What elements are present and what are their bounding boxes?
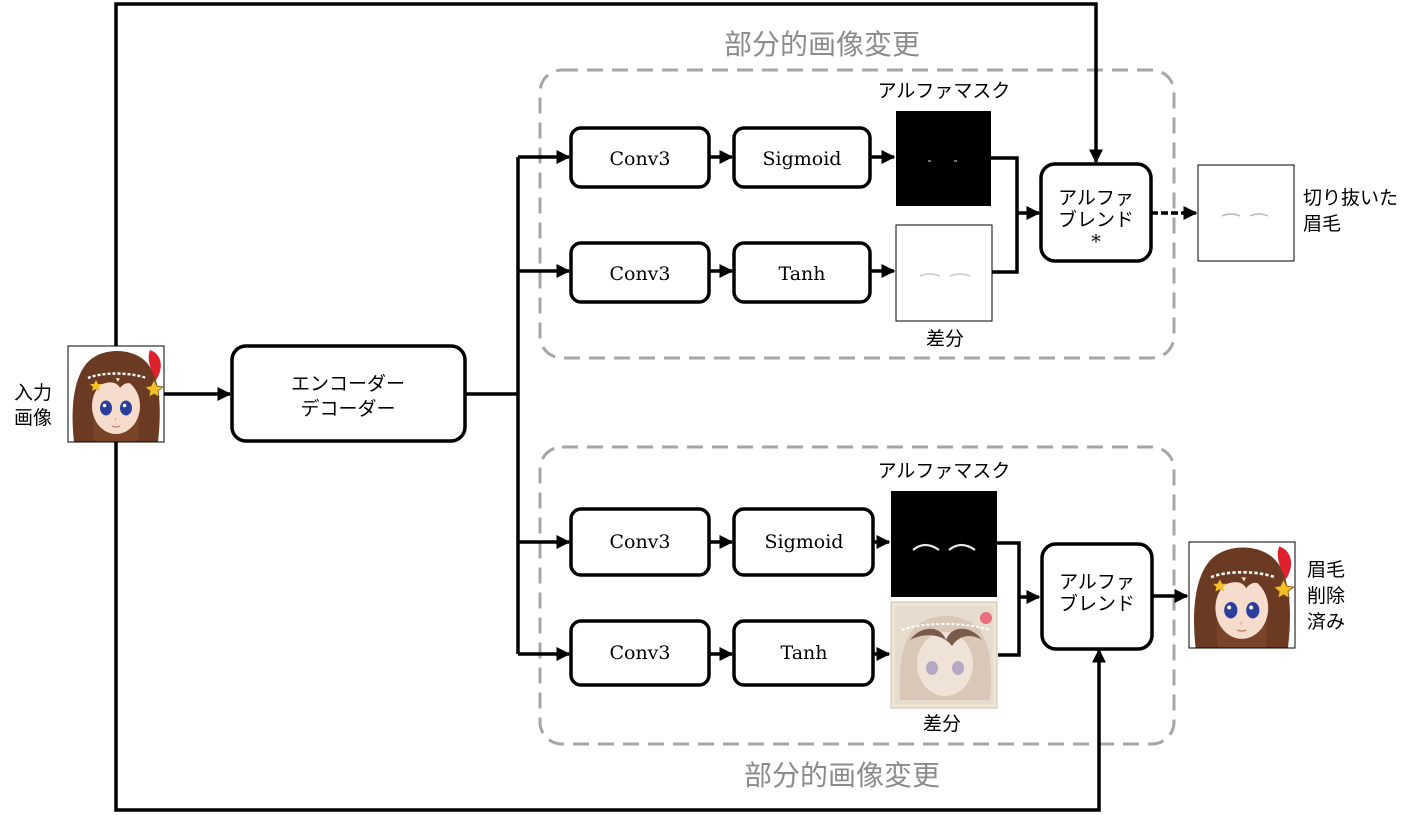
bottom-diff-image — [890, 601, 998, 709]
bottom-conv3-b-box: Conv3 — [569, 619, 711, 687]
input-image — [66, 344, 166, 444]
bottom-merge-line — [997, 541, 1021, 657]
top-alpha-mask-image — [896, 111, 991, 206]
bottom-sigmoid-box: Sigmoid — [732, 507, 875, 577]
encoder-label: エンコーダー — [291, 373, 405, 395]
top-conv3-a-label: Conv3 — [609, 148, 670, 170]
top-diff-label: 差分 — [926, 328, 964, 350]
top-merge-line — [991, 156, 1019, 274]
top-diff-image — [895, 224, 993, 322]
bottom-blend-line1: アルファ — [1059, 571, 1135, 593]
bottom-sigmoid-label: Sigmoid — [765, 531, 844, 553]
skip-connection-top — [114, 2, 1103, 346]
bottom-output-image — [1187, 540, 1296, 649]
bottom-tanh-label: Tanh — [781, 642, 828, 664]
bottom-blend-line2: ブレンド — [1059, 592, 1135, 615]
top-conv3-b-box: Conv3 — [569, 241, 711, 304]
top-mask-label: アルファマスク — [878, 80, 1011, 102]
bottom-conv3-a-label: Conv3 — [609, 531, 670, 553]
skip-connection-bottom — [114, 442, 1106, 812]
decoder-label: デコーダー — [300, 398, 395, 420]
input-label: 入力 画像 — [14, 382, 58, 429]
bottom-alpha-blend-box: アルファ ブレンド — [1040, 542, 1154, 651]
top-conv3-a-box: Conv3 — [569, 126, 711, 189]
top-sigmoid-box: Sigmoid — [732, 126, 872, 189]
bottom-tanh-box: Tanh — [732, 619, 875, 687]
top-output-label: 切り抜いた 眉毛 — [1303, 187, 1404, 235]
top-conv3-b-label: Conv3 — [609, 263, 670, 285]
top-output-image — [1197, 164, 1295, 262]
bottom-mask-label: アルファマスク — [878, 460, 1011, 482]
bottom-group-title: 部分的画像変更 — [744, 759, 940, 792]
top-group-title: 部分的画像変更 — [724, 28, 920, 61]
top-tanh-label: Tanh — [779, 263, 826, 285]
top-alpha-blend-box: アルファ ブレンド * — [1039, 162, 1153, 263]
top-tanh-box: Tanh — [732, 241, 872, 304]
encoder-decoder-box: エンコーダー デコーダー — [230, 344, 467, 443]
bottom-alpha-mask-image — [891, 491, 997, 597]
bottom-diff-label: 差分 — [923, 713, 961, 735]
bottom-conv3-a-box: Conv3 — [569, 507, 711, 577]
top-blend-line1: アルファ — [1058, 187, 1134, 209]
top-sigmoid-label: Sigmoid — [763, 148, 842, 170]
bottom-conv3-b-label: Conv3 — [609, 642, 670, 664]
bottom-output-label: 眉毛 削除 済み — [1307, 559, 1351, 633]
top-blend-line3: * — [1091, 231, 1101, 253]
top-blend-line2: ブレンド — [1058, 208, 1134, 231]
